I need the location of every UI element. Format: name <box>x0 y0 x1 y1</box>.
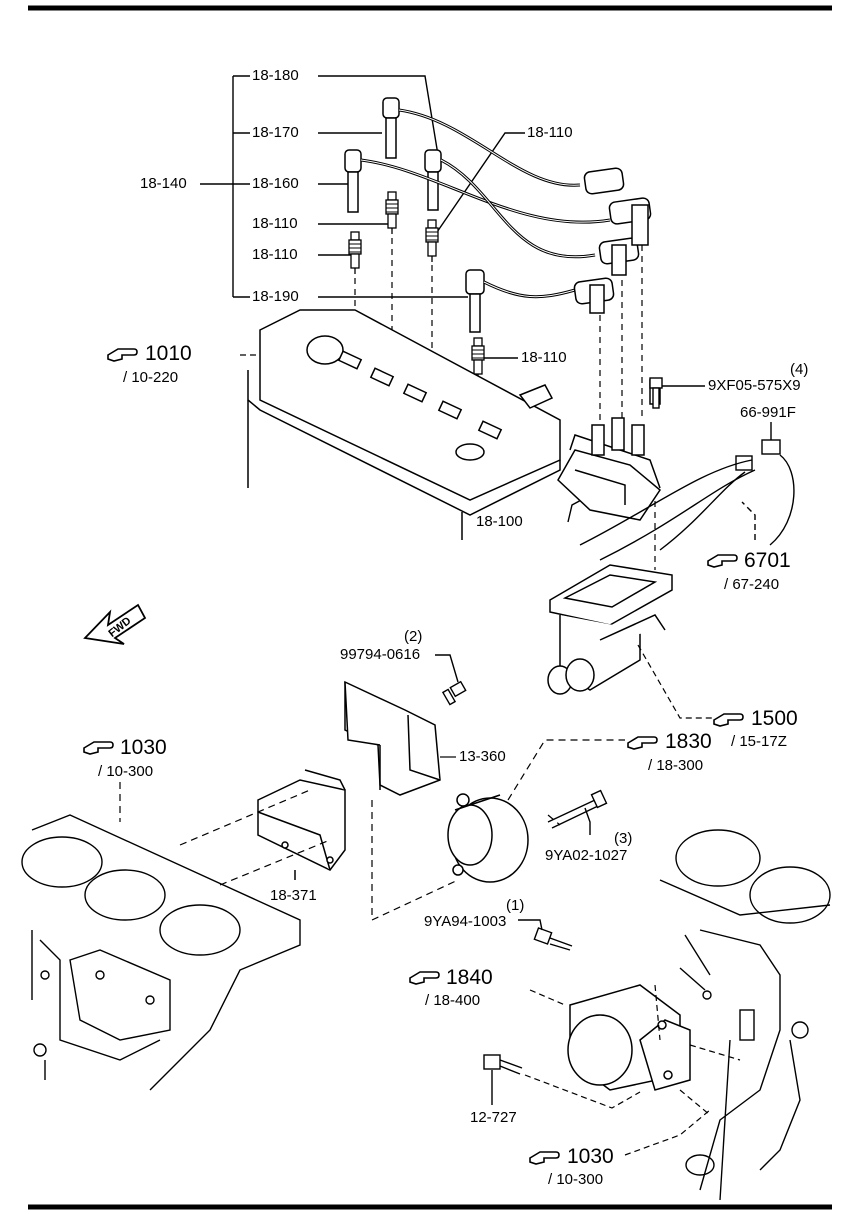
ignition-coil-18-100 <box>557 379 661 521</box>
ref-6701-code[interactable]: 6701 <box>744 549 791 572</box>
spark-plug-1 <box>385 191 399 235</box>
label-18-180: 18-180 <box>252 67 299 84</box>
hand-icon <box>713 713 744 727</box>
qty-4: (4) <box>790 361 809 378</box>
fwd-arrow <box>83 603 147 645</box>
starter-motor <box>567 984 691 1091</box>
label-18-110-top: 18-110 <box>527 124 573 141</box>
engine-block-left <box>21 814 301 1091</box>
bolt-12-727 <box>483 1054 523 1105</box>
harness-66-991f <box>579 422 795 561</box>
hand-icon <box>83 741 114 755</box>
ref-1030-bottom-page: / 10-300 <box>548 1171 604 1188</box>
ref-1030-left-page: / 10-300 <box>98 763 154 780</box>
part-99794-0616: 99794-0616 <box>340 646 421 663</box>
hand-icon <box>529 1151 560 1165</box>
label-18-110-c: 18-110 <box>521 349 567 366</box>
ref-1010-code[interactable]: 1010 <box>145 342 192 365</box>
qty-2: (2) <box>404 628 423 645</box>
part-9ya02-1027: 9YA02-1027 <box>545 847 628 864</box>
ref-1010-page: / 10-220 <box>123 369 179 386</box>
ref-1830-page: / 18-300 <box>648 757 704 774</box>
heat-shield-13-360 <box>344 680 441 796</box>
bracket-18-371 <box>257 769 346 880</box>
spark-plug-3 <box>425 219 439 263</box>
ref-1840-page: / 18-400 <box>425 992 481 1009</box>
throttle-body <box>547 564 673 695</box>
leader-1500 <box>637 644 712 719</box>
ref-1030-left-code[interactable]: 1030 <box>120 736 167 759</box>
wire-group-bracket <box>200 75 586 523</box>
part-9ya94-1003: 9YA94-1003 <box>424 913 507 930</box>
spark-plug-wires <box>344 97 652 333</box>
label-18-190: 18-190 <box>252 288 299 305</box>
bolt-99794 <box>435 654 467 706</box>
cylinder-head-cover <box>247 309 561 540</box>
ref-leaders <box>240 354 741 1156</box>
label-18-160: 18-160 <box>252 175 299 192</box>
bolt-9ya94 <box>518 919 573 951</box>
spark-plug-2 <box>348 231 362 275</box>
ref-6701-page: / 67-240 <box>724 576 780 593</box>
label-18-170: 18-170 <box>252 124 299 141</box>
alternator <box>447 793 529 883</box>
ref-1500-page: / 15-17Z <box>731 733 787 750</box>
qty-1: (1) <box>506 897 525 914</box>
label-12-727: 12-727 <box>470 1109 517 1126</box>
hand-icon <box>627 736 658 750</box>
label-13-360: 13-360 <box>459 748 506 765</box>
qty-3: (3) <box>614 830 633 847</box>
install-lines <box>119 739 625 921</box>
ref-1500-code[interactable]: 1500 <box>751 707 798 730</box>
hand-icon <box>409 971 440 985</box>
label-18-371: 18-371 <box>270 887 317 904</box>
engine-block-right <box>659 829 831 1201</box>
bolt-9ya02 <box>547 789 608 835</box>
ref-1030-bottom-code[interactable]: 1030 <box>567 1145 614 1168</box>
part-66-991f: 66-991F <box>740 404 796 421</box>
ref-1830-code[interactable]: 1830 <box>665 730 712 753</box>
part-9xf05-575x9: 9XF05-575X9 <box>708 377 801 394</box>
ref-1840-code[interactable]: 1840 <box>446 966 493 989</box>
label-18-110-b: 18-110 <box>252 246 298 263</box>
label-18-100: 18-100 <box>476 513 523 530</box>
hand-icon <box>107 348 138 362</box>
label-18-110-a: 18-110 <box>252 215 298 232</box>
label-18-140: 18-140 <box>140 175 187 192</box>
hand-icon <box>707 554 738 568</box>
bolt-9xf05 <box>649 377 705 409</box>
